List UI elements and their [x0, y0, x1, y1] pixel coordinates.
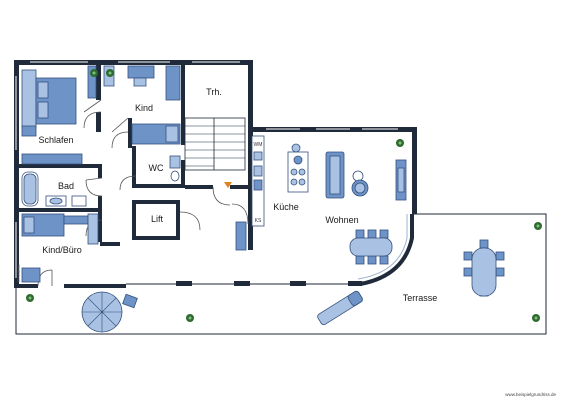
plants [26, 69, 542, 322]
label-kind-buero: Kind/Büro [42, 245, 82, 255]
plant-icon [186, 314, 194, 322]
label-trh: Trh. [206, 87, 222, 97]
sun-lounger [317, 290, 363, 326]
schlafen-furniture [21, 65, 97, 165]
terrace-outline [15, 213, 547, 335]
plant-icon [396, 139, 404, 147]
credit-text: www.beispielgrundriss.de [505, 392, 556, 397]
label-terrasse: Terrasse [403, 293, 438, 303]
label-wc: WC [149, 163, 164, 173]
staircase [184, 117, 246, 171]
kind-buero-furniture [21, 213, 99, 283]
bad-furniture [21, 171, 87, 207]
dining-table [349, 229, 393, 265]
washer-tag: WM [254, 142, 263, 148]
label-lift: Lift [151, 214, 164, 224]
windows [15, 61, 398, 278]
plant-icon [534, 222, 542, 230]
curved-glass-wall [359, 214, 414, 286]
hall-cabinet [235, 221, 247, 251]
label-kind: Kind [135, 103, 153, 113]
plant-icon [90, 69, 98, 77]
label-schlafen: Schlafen [38, 135, 73, 145]
plant-icon [532, 314, 540, 322]
plant-icon [106, 69, 114, 77]
terrace-table [463, 239, 505, 297]
label-wohnen: Wohnen [325, 215, 358, 225]
kitchen-counter [251, 135, 309, 227]
stair-arrow-icon [224, 182, 232, 188]
door-swings [37, 99, 249, 287]
umbrella [81, 291, 138, 333]
plant-icon [26, 294, 34, 302]
curved-glass-inner [357, 214, 408, 280]
label-kueche: Küche [273, 202, 299, 212]
side-mark: Grundriss [16, 265, 21, 282]
label-bad: Bad [58, 181, 74, 191]
living-furniture [325, 151, 407, 201]
fridge-tag: KS [255, 218, 262, 224]
wc-furniture [169, 155, 181, 182]
